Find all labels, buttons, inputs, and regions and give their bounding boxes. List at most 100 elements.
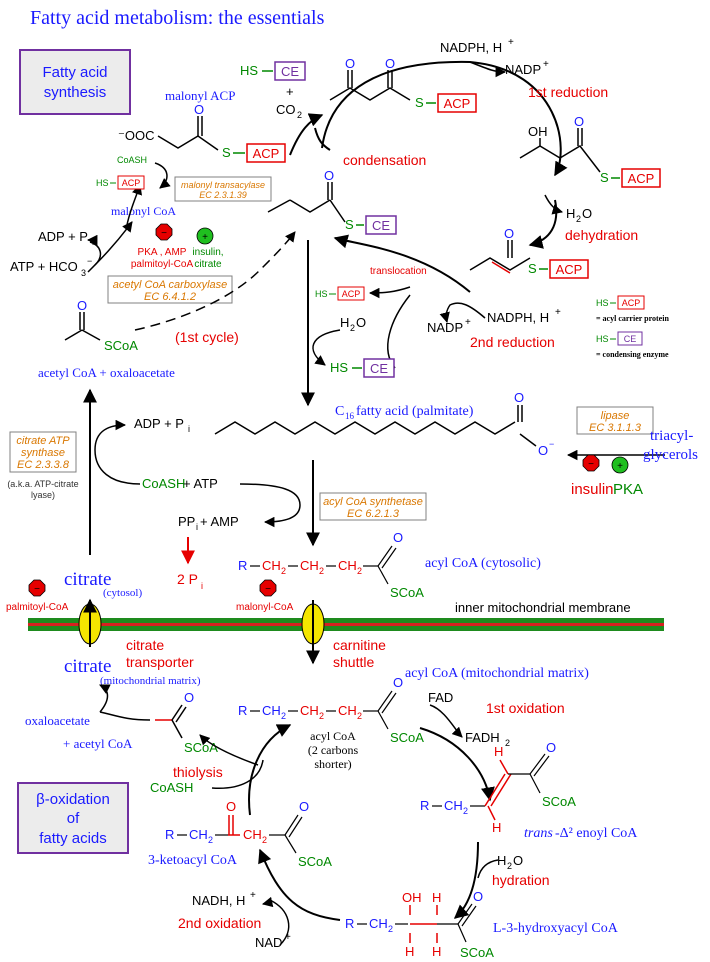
adp-pi-1: ADP + P [38, 229, 88, 244]
cycle-arc-bottom [333, 234, 471, 293]
acyl-cyt-o: O [393, 530, 403, 545]
synthesis-box-line1: Fatty acid [42, 64, 107, 81]
acyl-mat-ch2-c-sub: 2 [357, 711, 362, 721]
hyd-r: R [345, 916, 354, 931]
acyl-cyt-ch2-a: CH [262, 558, 281, 573]
coash-b-join [211, 759, 264, 789]
adp-pi-1-sub: i [92, 237, 94, 247]
pka-amp: PKA , AMP [138, 247, 187, 258]
h2o-release-arrow [544, 194, 564, 215]
acc-activator-icon: + [196, 227, 214, 245]
aka-2: lyase) [31, 490, 55, 500]
hydroxy-o: O [574, 114, 584, 129]
acc-name: acetyl CoA carboxylase [113, 279, 228, 291]
h2o-b: H [340, 315, 349, 330]
hyd-ch2-sub: 2 [388, 924, 393, 934]
second-oxidation-arrow [258, 848, 341, 921]
palmitate-rest: fatty acid (palmitate) [356, 404, 474, 419]
atp-hco3: ATP + HCO [10, 259, 78, 274]
acyl-mat-ch2-b: CH [300, 703, 319, 718]
crotonyl-s: S [528, 261, 537, 276]
nadph2-sup: + [555, 307, 561, 318]
carnitine-1: carnitine [333, 637, 386, 653]
acyl-coa-short-1: acyl CoA [310, 729, 356, 743]
h2o-sub: 2 [576, 214, 581, 224]
acyl-cyt-scoa: SCoA [390, 585, 424, 600]
h2o-b-end: O [356, 315, 366, 330]
citrate-lyase-curl [94, 419, 141, 485]
insulin-citrate-1: insulin, [192, 247, 223, 258]
nadph2: NADPH, H [487, 310, 549, 325]
acc-minus: − [161, 228, 167, 239]
page-title: Fatty acid metabolism: the essentials [30, 7, 325, 29]
legend-ce-hs: HS [596, 334, 609, 344]
first-cycle-dashed-arrow [134, 231, 296, 331]
nad: NAD [255, 935, 282, 950]
keto-ch2-a-sub: 2 [208, 835, 213, 845]
hyd-h2: H [432, 890, 441, 905]
hs-acp-small-2: HS ACP [315, 286, 411, 301]
citrate-minus: − [34, 584, 40, 595]
acs-curl [239, 483, 301, 528]
triacylglycerols-2: glycerols [643, 447, 698, 463]
two-pi: 2 P [177, 571, 198, 587]
second-reduction: 2nd reduction [470, 334, 555, 350]
second-oxidation: 2nd oxidation [178, 915, 261, 931]
acyl-mat-ch2-a: CH [262, 703, 281, 718]
hydroxyacyl-coa-structure: R CH 2 H OH H H H O SCoA [345, 889, 494, 960]
hco3-sub: 3 [81, 268, 86, 278]
arrow-condense-join [314, 127, 331, 151]
legend-acp-tag: ACP [622, 298, 641, 308]
lipase-plus: + [617, 461, 623, 472]
acyl-mat-ch2-c: CH [338, 703, 357, 718]
legend-ce-tag: CE [624, 334, 637, 344]
lipase-ec: EC 3.1.1.3 [589, 422, 642, 434]
nadph1-arrow [469, 61, 507, 78]
hydration-arrow [453, 841, 479, 919]
fad-arrow [429, 704, 463, 738]
h2o-b-sub: 2 [350, 323, 355, 333]
fadh2: FADH [465, 730, 500, 745]
crotonyl-acp-tag: ACP [556, 262, 583, 277]
nadp2: NADP [427, 320, 463, 335]
translocation: translocation [370, 266, 427, 277]
palmitate-sub: 16 [345, 411, 355, 421]
acetoacetyl-s: S [415, 95, 424, 110]
oxaloacetate: oxaloacetate [25, 713, 90, 728]
h2o-c-join [477, 859, 499, 879]
malonyl-transacylase-box [174, 176, 272, 202]
fadh2-sub: 2 [505, 738, 510, 748]
palmitate-chain [214, 421, 516, 435]
malonyl-acp-label: malonyl ACP [165, 88, 235, 103]
hydration: hydration [492, 872, 550, 888]
hs-ce2-hs: HS [330, 360, 348, 375]
acetyl-coa-oxaloacetate: acetyl CoA + oxaloacetate [38, 365, 175, 380]
co2-label: CO [276, 102, 296, 117]
acyl-mat-ch2-b-sub: 2 [319, 711, 324, 721]
citrate-lyase-ec: EC 2.3.3.8 [17, 459, 70, 471]
nad-curl-tip [261, 896, 274, 908]
acyl-coa-matrix: acyl CoA (mitochondrial matrix) [405, 666, 589, 681]
co2-sub: 2 [297, 110, 302, 120]
nadph2-arrow [439, 302, 486, 324]
mito-matrix: (mitochondrial matrix) [100, 675, 201, 687]
acyl-mat-r: R [238, 703, 247, 718]
acs-name: acyl CoA synthetase [323, 496, 423, 508]
acc-ec: EC 6.4.1.2 [144, 291, 196, 303]
hydroxy-s: S [600, 170, 609, 185]
enoyl-r: R [420, 798, 429, 813]
hydroxyacyl-label: L-3-hydroxyacyl CoA [493, 921, 619, 936]
transacylase-curl [154, 162, 171, 189]
acyl-cyt-ch2-a-sub: 2 [281, 566, 286, 576]
palmitoyl-coa-inhib: palmitoyl-CoA [6, 602, 69, 613]
malonyl-s: S [222, 145, 231, 160]
acyl-cyt-ch2-b: CH [300, 558, 319, 573]
palmitate-structure: C 16 fatty acid (palmitate) O O − [214, 390, 554, 458]
nad-sup: + [285, 932, 291, 943]
beta-box-line1: β-oxidation [36, 791, 110, 808]
nadph1-sup: + [508, 37, 514, 48]
citrate-transporter-1: citrate [126, 637, 164, 653]
oaa-to-citrate-arrow [99, 684, 111, 713]
plus-co2: + [286, 84, 294, 99]
malonyl-coa-inhib: malonyl-CoA [236, 602, 294, 613]
